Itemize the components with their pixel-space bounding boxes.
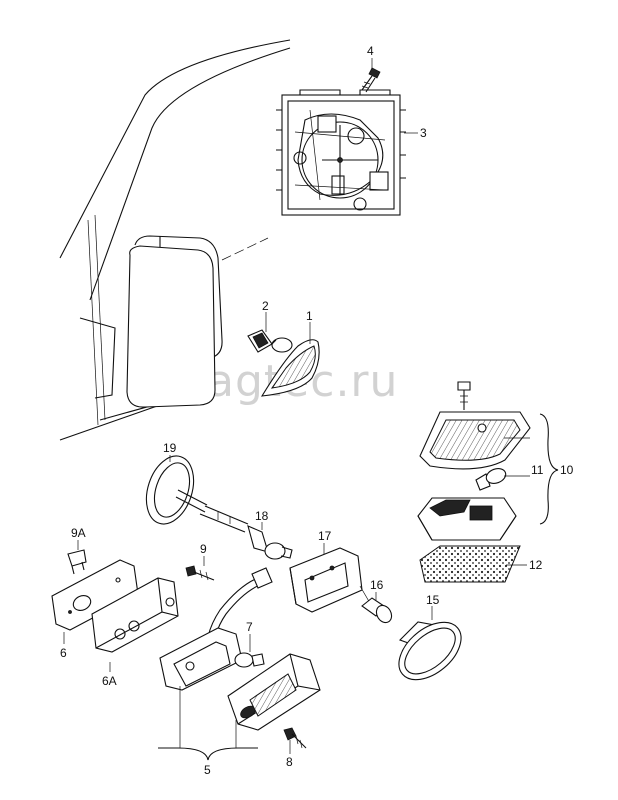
part-5-lamp-frame bbox=[159, 627, 243, 691]
part-1-lens bbox=[260, 339, 320, 397]
callout-18: 18 bbox=[255, 509, 269, 523]
callout-9: 9 bbox=[200, 542, 207, 556]
part-18-harness-connector bbox=[199, 505, 293, 560]
part-10-roof-lamp-cover bbox=[419, 411, 531, 470]
callout-4: 4 bbox=[367, 44, 374, 58]
side-mirror bbox=[126, 235, 269, 408]
callout-15: 15 bbox=[426, 593, 440, 607]
part-4-screw bbox=[361, 67, 381, 93]
part-7-bulb bbox=[234, 652, 265, 668]
callout-5: 5 bbox=[204, 763, 211, 777]
part-5-lens-cover bbox=[227, 653, 321, 731]
callout-2: 2 bbox=[262, 299, 269, 313]
callout-6: 6 bbox=[60, 646, 67, 660]
part-19-grommet bbox=[145, 455, 208, 525]
part-17-bracket bbox=[289, 547, 375, 613]
part-6a-lamp-housing bbox=[91, 577, 179, 653]
part-12-gasket bbox=[419, 545, 521, 583]
callout-16: 16 bbox=[370, 578, 384, 592]
roof-lamp-screw bbox=[457, 381, 471, 410]
callout-11: 11 bbox=[531, 463, 544, 477]
callout-7: 7 bbox=[246, 620, 253, 634]
part-11-bulb bbox=[475, 468, 507, 491]
part-9-screw bbox=[185, 565, 215, 581]
part-2-bulb-socket bbox=[247, 329, 293, 353]
callout-19: 19 bbox=[163, 441, 177, 455]
callout-17: 17 bbox=[318, 529, 332, 543]
part-16-bulb bbox=[361, 597, 393, 624]
callout-12: 12 bbox=[529, 558, 543, 572]
roof-lamp-housing bbox=[417, 497, 517, 541]
callout-10: 10 bbox=[560, 463, 574, 477]
callout-8: 8 bbox=[286, 755, 293, 769]
part-15-side-marker-lamp bbox=[398, 621, 462, 681]
leader-lines bbox=[63, 58, 559, 761]
callout-3: 3 bbox=[420, 126, 427, 140]
part-9a-clip bbox=[67, 549, 87, 575]
callout-1: 1 bbox=[306, 309, 313, 323]
callout-labels: 4 3 2 1 19 18 17 16 15 11 10 12 9A 9 6 6… bbox=[60, 44, 574, 777]
part-3-control-module bbox=[276, 89, 406, 216]
callout-6a: 6A bbox=[102, 674, 117, 688]
callout-9a: 9A bbox=[71, 526, 86, 540]
part-8-screw bbox=[283, 727, 307, 749]
